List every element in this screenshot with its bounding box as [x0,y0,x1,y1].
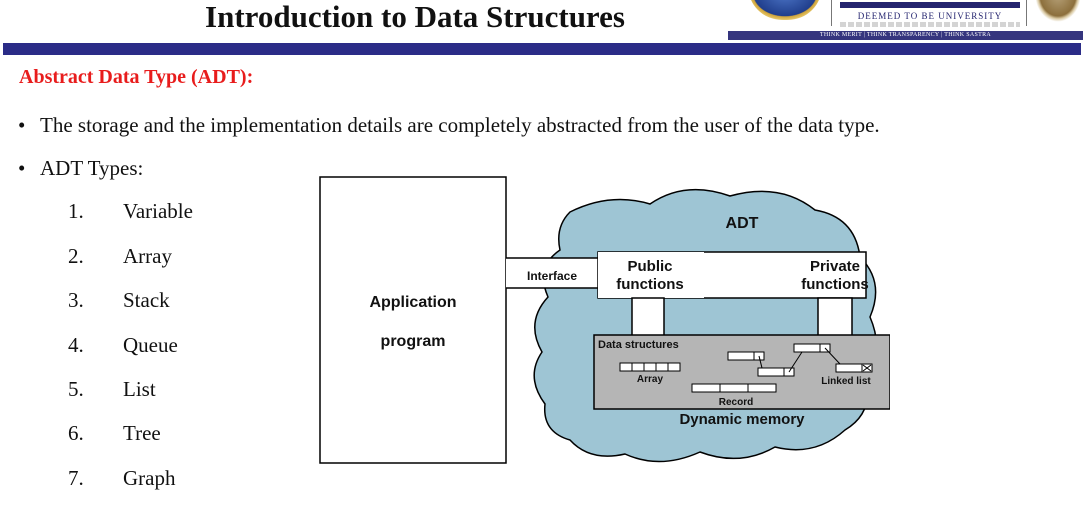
bullet-text: The storage and the implementation detai… [40,113,880,137]
list-number: 5. [68,377,84,401]
logo-text: DEEMED TO BE UNIVERSITY [857,11,1003,21]
list-number: 1. [68,199,84,223]
list-label: Array [123,244,172,268]
bullet-storage: • The storage and the implementation deta… [18,112,880,138]
list-number: 4. [68,333,84,357]
private-connector [817,297,853,337]
application-program-box [319,176,507,464]
list-number: 2. [68,244,84,268]
interface-channel [506,258,598,288]
list-label: Graph [123,466,176,490]
bullet-icon: • [18,113,26,137]
data-structures-label: Data structures [598,339,679,351]
bullet-adt-types: • ADT Types: [18,155,143,181]
adt-label: ADT [726,215,759,232]
list-item: 3. Stack [68,287,170,313]
public-functions-box [598,252,704,298]
array-icon [619,362,681,372]
logo-motto-strip: THINK MERIT | THINK TRANSPARENCY | THINK… [728,31,1083,40]
list-number: 6. [68,421,84,445]
list-item: 5. List [68,376,156,402]
adt-diagram: Application program Interface Public fun… [319,176,890,464]
record-icon [691,383,777,393]
list-label: Variable [123,199,193,223]
list-label: Stack [123,288,170,312]
interface-label: Interface [527,269,577,283]
linked-list-icon [727,343,873,377]
logo-divider-right [1026,0,1027,26]
list-label: List [123,377,156,401]
application-label: Application [369,294,456,311]
list-item: 7. Graph [68,465,175,491]
dynamic-memory-label: Dynamic memory [679,411,805,428]
title-rule [3,43,1081,55]
list-number: 7. [68,466,84,490]
public-connector [631,297,665,337]
slide-title: Introduction to Data Structures [205,0,625,34]
linked-list-label: Linked list [821,376,871,387]
list-item: 2. Array [68,243,172,269]
private-functions-label: functions [801,276,869,293]
left-seal-icon [748,0,822,20]
bullet-text: ADT Types: [40,156,144,180]
bullet-icon: • [18,156,26,180]
list-item: 1. Variable [68,198,193,224]
record-label: Record [719,397,753,408]
logo-divider [831,0,832,26]
university-logo: DEEMED TO BE UNIVERSITY THINK MERIT | TH… [728,0,1083,44]
section-heading: Abstract Data Type (ADT): [19,66,254,88]
logo-subtext [840,22,1020,27]
private-label: Private [810,258,860,275]
list-number: 3. [68,288,84,312]
right-seal-icon [1035,0,1081,22]
list-item: 4. Queue [68,332,178,358]
logo-top-banner [840,2,1020,8]
array-label: Array [637,374,664,385]
list-label: Queue [123,333,178,357]
list-item: 6. Tree [68,420,161,446]
program-label: program [381,333,446,350]
list-label: Tree [123,421,161,445]
public-functions-label: functions [616,276,684,293]
public-label: Public [627,258,672,275]
